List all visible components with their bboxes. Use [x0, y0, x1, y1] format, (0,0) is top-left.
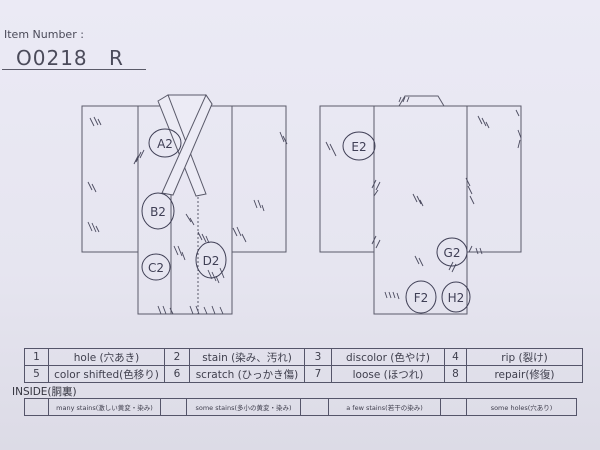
inside-row: many stains(激しい黄変・染み) some stains(多小の黄変・… [24, 398, 577, 416]
mark-F2: F2 [405, 280, 437, 314]
inside-label: many stains(激しい黄変・染み) [48, 398, 161, 416]
svg-text:F2: F2 [414, 291, 429, 305]
kimono-diagram: A2 B2 C2 D2 E2 G2 F2 H2 [81, 93, 522, 315]
back-collar [398, 95, 445, 107]
legend-label: color shifted(色移り) [48, 365, 165, 383]
svg-text:B2: B2 [150, 205, 166, 219]
legend-number: 2 [164, 348, 190, 366]
legend-label: repair(修復) [466, 365, 583, 383]
inside-condition-table: many stains(激しい黄変・染み) some stains(多小の黄変・… [24, 398, 577, 416]
legend-number: 8 [444, 365, 467, 383]
mark-D2: D2 [195, 241, 227, 279]
front-left-sleeve [81, 105, 139, 253]
legend-label: scratch (ひっかき傷) [189, 365, 305, 383]
mark-C2: C2 [141, 253, 171, 281]
mark-G2: G2 [436, 237, 468, 267]
legend-number: 7 [304, 365, 332, 383]
legend-label: stain (染み、汚れ) [189, 348, 305, 366]
collar-right-band [161, 93, 213, 196]
legend-number: 6 [164, 365, 190, 383]
front-right-sleeve [231, 105, 287, 253]
legend-row: 5 color shifted(色移り) 6 scratch (ひっかき傷) 7… [24, 365, 583, 383]
inside-checkbox-cell[interactable] [300, 398, 329, 416]
legend-label: discolor (色やけ) [331, 348, 445, 366]
inside-label: some holes(穴あり) [466, 398, 577, 416]
inside-section-title: INSIDE(胴裏) [12, 386, 77, 398]
item-number-value: O0218 R [16, 46, 124, 70]
inside-label: some stains(多小の黄変・染み) [186, 398, 301, 416]
mark-A2: A2 [148, 128, 182, 158]
legend-number: 4 [444, 348, 467, 366]
inside-checkbox-cell[interactable] [440, 398, 467, 416]
mark-E2: E2 [342, 131, 376, 161]
damage-legend-table: 1 hole (穴あき) 2 stain (染み、汚れ) 3 discolor … [24, 348, 583, 383]
legend-number: 5 [24, 365, 49, 383]
svg-text:H2: H2 [448, 291, 465, 305]
mark-B2: B2 [141, 192, 175, 230]
svg-text:D2: D2 [203, 254, 220, 268]
item-number-underline [2, 69, 146, 70]
inside-label: a few stains(若干の染み) [328, 398, 441, 416]
kimono-back [319, 95, 522, 315]
legend-number: 1 [24, 348, 49, 366]
back-right-sleeve [466, 105, 522, 253]
legend-number: 3 [304, 348, 332, 366]
kimono-front [81, 93, 287, 315]
mark-H2: H2 [441, 281, 471, 313]
stain-hatches [87, 96, 522, 315]
legend-label: loose (ほつれ) [331, 365, 445, 383]
legend-label: rip (裂け) [466, 348, 583, 366]
legend-label: hole (穴あき) [48, 348, 165, 366]
back-left-sleeve [319, 105, 375, 253]
svg-text:A2: A2 [157, 137, 173, 151]
inside-checkbox-cell[interactable] [24, 398, 49, 416]
legend-row: 1 hole (穴あき) 2 stain (染み、汚れ) 3 discolor … [24, 348, 583, 366]
inside-checkbox-cell[interactable] [160, 398, 187, 416]
svg-text:C2: C2 [148, 261, 164, 275]
svg-text:G2: G2 [444, 246, 461, 260]
item-number-label: Item Number : [4, 28, 84, 41]
svg-text:E2: E2 [351, 140, 366, 154]
